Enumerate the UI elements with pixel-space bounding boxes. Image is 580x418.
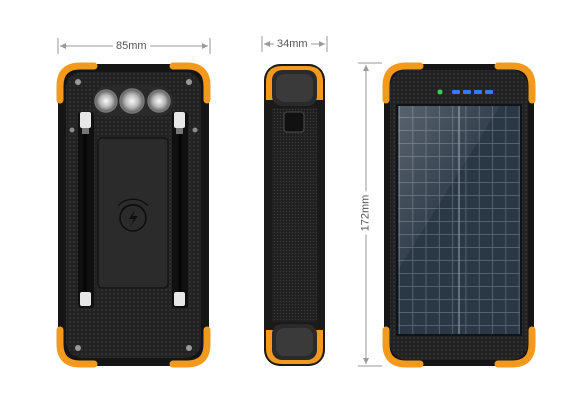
height-dimension-label: 172mm [359,191,372,235]
micro-usb-connector [174,292,185,306]
battery-indicator-leds [437,89,493,95]
side-button [283,111,305,133]
lightning-connector [80,112,91,128]
solar-panel [396,104,522,336]
flashlight-leds [93,86,173,116]
width-dimension-label: 85mm [113,40,150,52]
usb-c-connector [174,112,185,128]
back-view [56,62,211,368]
side-view [264,64,325,366]
wireless-charging-pad [97,137,169,289]
front-view [382,62,536,368]
lightning-bolt-icon [129,210,138,227]
micro-usb-connector [80,292,91,306]
depth-dimension-label: 34mm [274,38,311,50]
